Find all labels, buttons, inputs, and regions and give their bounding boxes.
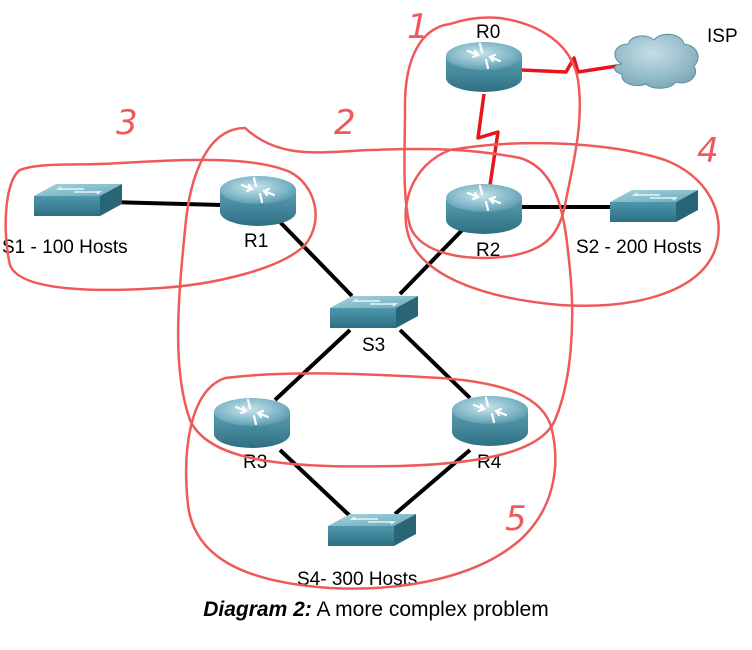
router-r3[interactable] — [212, 396, 292, 450]
annotation-numbers: 1 2 3 4 5 — [116, 7, 719, 539]
link-r4-s4 — [393, 448, 472, 516]
switch-s2[interactable] — [609, 189, 699, 223]
serial-links — [476, 56, 618, 186]
link-s3-r3 — [273, 328, 352, 402]
annotation-5: 5 — [505, 499, 527, 539]
label-r1: R1 — [244, 231, 268, 252]
link-r1-s3 — [278, 220, 354, 298]
ethernet-links — [109, 200, 615, 518]
serial-link-r0-r2 — [476, 93, 500, 186]
annotation-1: 1 — [407, 7, 429, 47]
serial-link-r0-isp — [521, 56, 618, 74]
router-r2[interactable] — [444, 182, 524, 236]
caption-title: Diagram 2: — [203, 598, 312, 621]
link-s1-r1 — [109, 200, 223, 207]
label-r2: R2 — [476, 240, 500, 261]
label-s3: S3 — [362, 335, 385, 356]
zone-2-outline — [176, 126, 574, 468]
annotation-4: 4 — [697, 131, 719, 171]
caption-text: A more complex problem — [311, 598, 549, 621]
label-r0: R0 — [476, 22, 500, 43]
label-s2: S2 - 200 Hosts — [576, 237, 702, 258]
label-r3: R3 — [243, 452, 267, 473]
switch-s3[interactable] — [329, 295, 419, 329]
annotation-3: 3 — [116, 103, 138, 143]
hand-annotations — [4, 16, 720, 590]
switch-s1[interactable] — [33, 183, 123, 217]
router-r1[interactable] — [218, 174, 298, 228]
zone-4-outline — [404, 141, 720, 307]
link-r2-s3 — [398, 220, 472, 296]
router-r4[interactable] — [450, 394, 530, 448]
zone-1-outline — [403, 16, 582, 260]
router-r0[interactable] — [444, 40, 524, 94]
zone-5-outline — [184, 372, 557, 590]
label-s1: S1 - 100 Hosts — [2, 237, 128, 258]
switch-s4[interactable] — [327, 513, 417, 547]
zone-3-outline — [4, 158, 317, 292]
diagram-caption: Diagram 2: A more complex problem — [0, 598, 752, 622]
isp-cloud-icon — [614, 33, 699, 89]
label-s4: S4- 300 Hosts — [297, 569, 417, 590]
link-r3-s4 — [278, 448, 352, 518]
annotation-2: 2 — [334, 103, 356, 143]
link-s3-r4 — [398, 328, 472, 400]
label-isp: ISP — [707, 26, 738, 47]
